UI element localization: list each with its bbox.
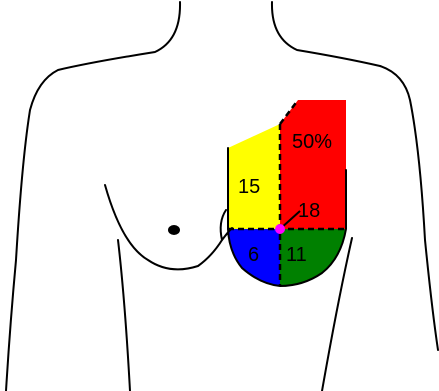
central-label: 18 xyxy=(298,200,320,222)
central-quadrant-marker xyxy=(275,224,285,234)
left-arm-line xyxy=(118,240,130,391)
left-nipple xyxy=(168,225,180,235)
upper-outer-label: 50% xyxy=(292,131,332,153)
upper-inner-label: 15 xyxy=(238,176,260,198)
neck-left-outline xyxy=(6,2,180,391)
lower-outer-label: 11 xyxy=(286,244,307,266)
lower-inner-label: 6 xyxy=(248,244,259,266)
left-breast-outline xyxy=(105,185,232,269)
